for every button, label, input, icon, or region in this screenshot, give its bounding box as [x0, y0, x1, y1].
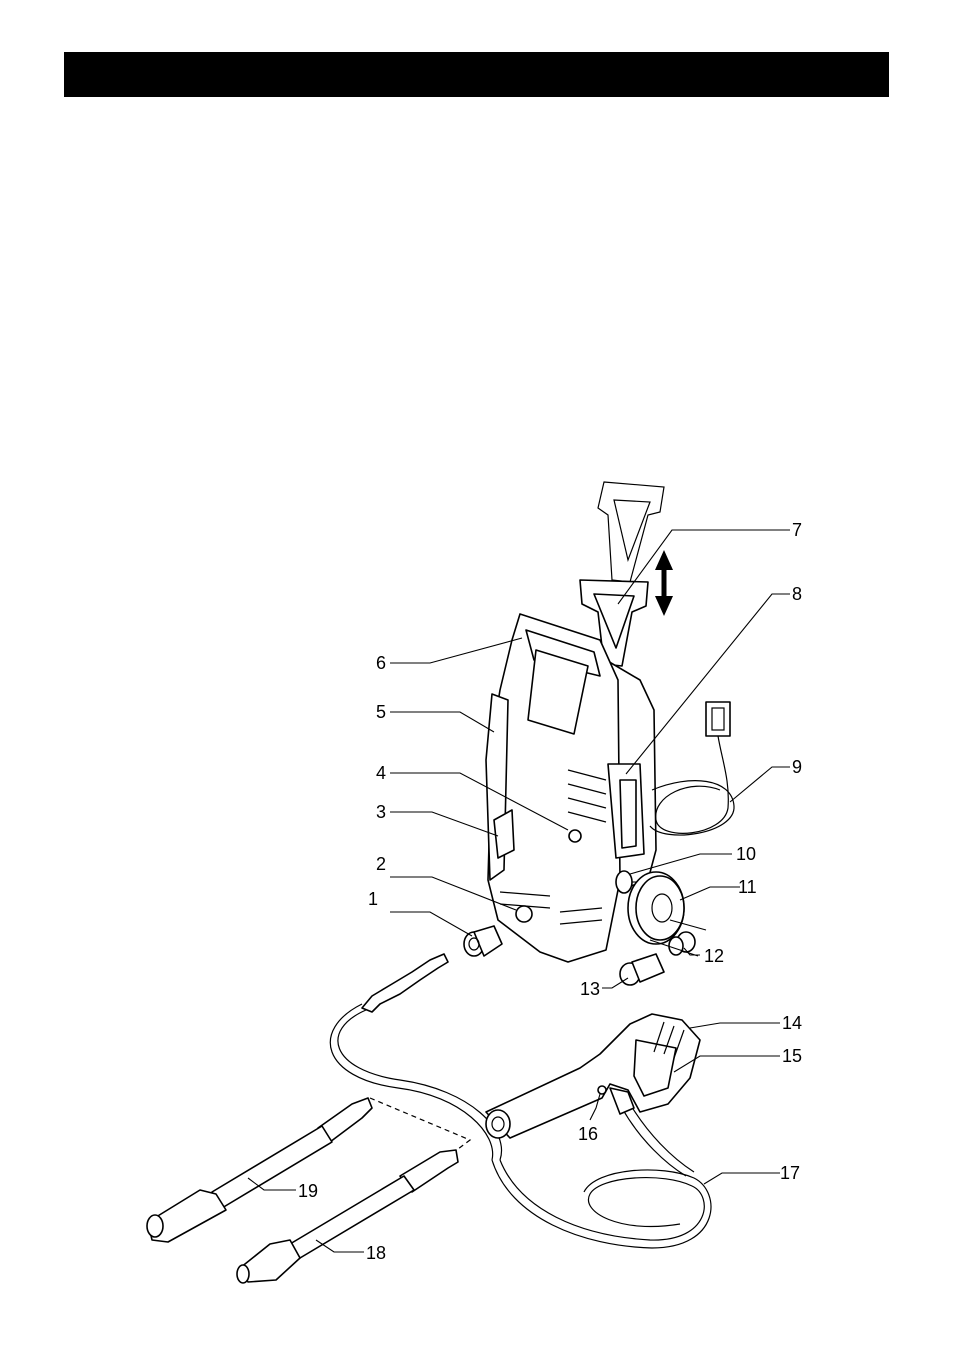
callout-13: 13: [580, 979, 600, 999]
callout-8: 8: [792, 584, 802, 604]
callout-2: 2: [376, 854, 386, 874]
callout-3: 3: [376, 802, 386, 822]
power-cord: [650, 702, 734, 835]
callout-16: 16: [578, 1124, 598, 1144]
water-inlet-assembly: [616, 871, 706, 985]
callout-1: 1: [368, 889, 378, 909]
callout-12: 12: [704, 946, 724, 966]
callout-4: 4: [376, 763, 386, 783]
callout-7: 7: [792, 520, 802, 540]
callout-14: 14: [782, 1013, 802, 1033]
callout-19: 19: [298, 1181, 318, 1201]
telescope-arrow-icon: [655, 550, 673, 616]
callout-10: 10: [736, 844, 756, 864]
callout-15: 15: [782, 1046, 802, 1066]
connection-dashed-line: [370, 1098, 470, 1158]
callout-18: 18: [366, 1243, 386, 1263]
callout-5: 5: [376, 702, 386, 722]
callout-17: 17: [780, 1163, 800, 1183]
hose-coupling: [464, 926, 502, 956]
callout-11: 11: [738, 877, 757, 897]
callout-6: 6: [376, 653, 386, 673]
callout-9: 9: [792, 757, 802, 777]
trigger-gun: [486, 1014, 700, 1138]
